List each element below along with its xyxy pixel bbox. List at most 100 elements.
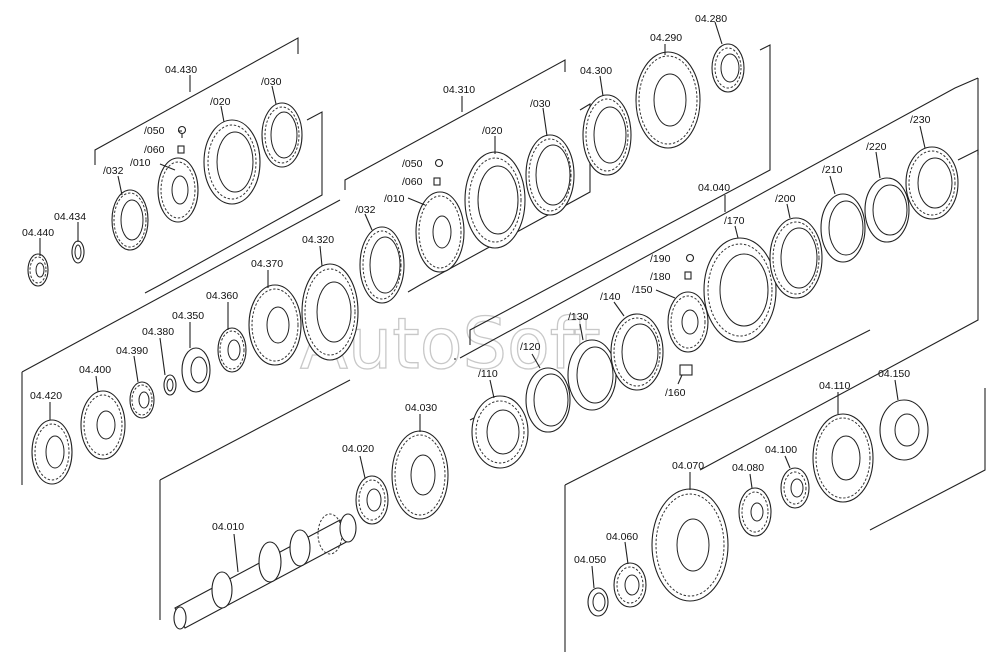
label-020-a: /020 [210,96,231,108]
part-030-synchro-ring-b [525,134,575,216]
label-04-370: 04.370 [251,258,283,270]
part-04-150-bearing [879,399,929,461]
part-04-390-bearing [129,381,155,419]
label-04-030: 04.030 [405,402,437,414]
group-04-110-frame [564,329,986,652]
label-04-360: 04.360 [206,290,238,302]
label-04-100: 04.100 [765,444,797,456]
label-04-350: 04.350 [172,310,204,322]
part-04-110-gear [812,413,874,503]
label-150: /150 [632,284,653,296]
label-04-400: 04.400 [79,364,111,376]
label-210: /210 [822,164,843,176]
label-04-390: 04.390 [116,345,148,357]
part-020-sleeve-b [464,151,526,249]
part-032-synchro-ring-b [359,226,405,304]
label-04-420: 04.420 [30,390,62,402]
label-230: /230 [910,114,931,126]
label-130: /130 [568,311,589,323]
label-220: /220 [866,141,887,153]
label-04-050: 04.050 [574,554,606,566]
label-170: /170 [724,215,745,227]
label-032-a: /032 [103,165,124,177]
part-050-060-pins-b [433,158,444,186]
part-160-block [679,364,693,376]
part-050-060-pins-a [177,125,187,154]
label-04-060: 04.060 [606,531,638,543]
part-04-400-gear [80,390,126,460]
label-04-020: 04.020 [342,443,374,455]
part-04-350-sleeve [181,347,211,393]
part-04-290-gear [635,51,701,149]
part-020-sleeve [203,119,261,205]
part-180-190-pins [684,253,695,280]
part-04-300-ring [582,94,632,176]
label-04-430: 04.430 [165,64,197,76]
part-04-280-bearing [711,43,745,93]
part-04-370-gear [248,284,302,366]
label-04-440: 04.440 [22,227,54,239]
label-04-040: 04.040 [698,182,730,194]
label-04-070: 04.070 [672,460,704,472]
part-140-ring [610,313,664,391]
group-04-430-frame [94,37,323,294]
part-labels: 04.430 /030 /020 /050 /060 /010 /032 04.… [22,13,931,566]
label-160: /160 [665,387,686,399]
label-04-290: 04.290 [650,32,682,44]
part-010-hub-b [415,191,465,273]
label-030-b: /030 [530,98,551,110]
label-04-300: 04.300 [580,65,612,77]
label-180: /180 [650,271,671,283]
label-04-150: 04.150 [878,368,910,380]
part-04-050-clip [587,587,609,617]
label-032-b: /032 [355,204,376,216]
label-04-110: 04.110 [819,380,850,392]
label-010-b: /010 [384,193,405,205]
label-030-a: /030 [261,76,282,88]
part-030-synchro-ring [261,102,303,168]
label-050-a: /050 [144,125,165,137]
label-060-b: /060 [402,176,423,188]
part-04-320-gear [301,263,359,361]
part-150-hub [667,291,709,353]
part-04-440-cone [27,253,49,287]
part-04-434-ring [71,240,85,264]
part-130-ring [567,339,617,411]
shaft-frame [159,379,501,620]
part-200-ring [769,217,823,299]
part-04-360-bearing [217,327,247,373]
label-04-434: 04.434 [54,211,86,223]
label-020-b: /020 [482,125,503,137]
label-060-a: /060 [144,144,165,156]
part-04-380-ring [163,374,177,396]
part-04-070-gear [651,488,729,602]
part-04-080-gear [738,487,772,537]
part-04-060-bearing [613,562,647,608]
label-04-320: 04.320 [302,234,334,246]
part-230-ring [905,146,959,220]
part-04-420-gear [31,419,73,485]
part-032-synchro-ring [111,189,149,251]
part-04-100-bearing [780,467,810,509]
label-050-b: /050 [402,158,423,170]
label-04-380: 04.380 [142,326,174,338]
part-04-020-bearing [355,475,389,525]
label-190: /190 [650,253,671,265]
label-04-280: 04.280 [695,13,727,25]
part-210-ring [820,193,866,263]
part-010-hub [157,157,199,223]
label-010-a: /010 [130,157,151,169]
label-110: /110 [478,368,498,380]
label-140: /140 [600,291,621,303]
part-04-030-gear [391,430,449,520]
part-04-010-shaft [173,513,357,630]
label-04-080: 04.080 [732,462,764,474]
label-120: /120 [520,341,541,353]
group-04-310-frame [344,59,591,293]
part-110-ring [471,395,529,469]
part-120-ring [525,367,571,433]
label-04-310: 04.310 [443,84,475,96]
label-200: /200 [775,193,796,205]
